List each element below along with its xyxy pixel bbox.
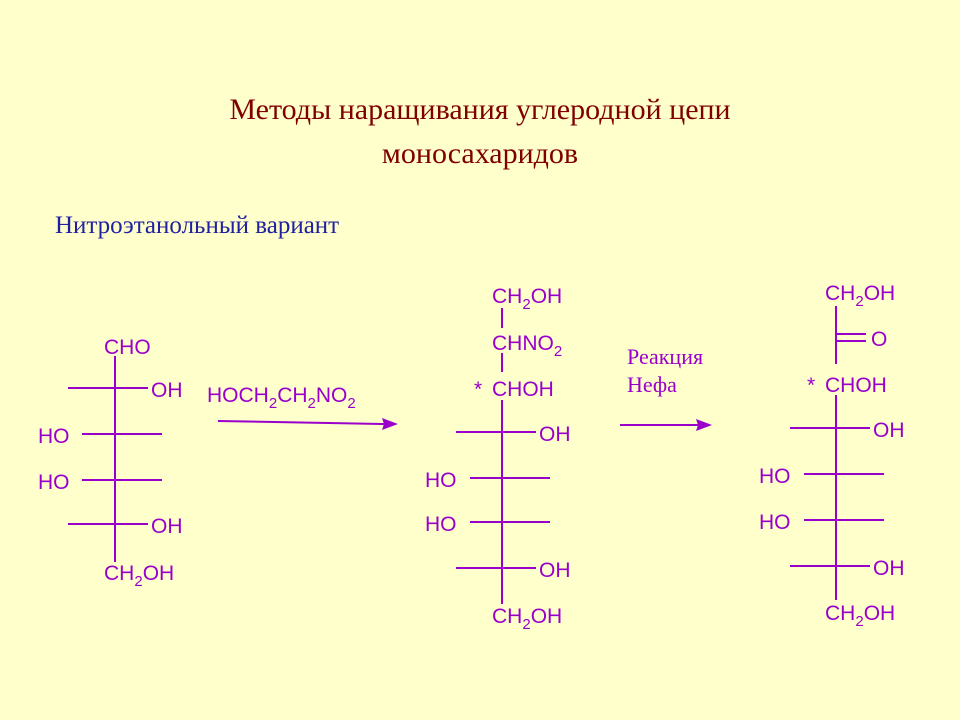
oh-label: OH: [539, 559, 571, 582]
ho-label: HO: [38, 425, 70, 448]
reagent-arrow: HOCH2CH2NO2: [207, 384, 398, 430]
ch2oh-group: CH2OH: [825, 282, 895, 310]
ch2oh-group: CH2OH: [104, 562, 174, 590]
oh-label: OH: [873, 557, 905, 580]
subtitle: Нитроэтанольный вариант: [55, 212, 340, 239]
nef-arrow: Реакция Нефа: [620, 344, 712, 431]
carbonyl-oxygen: O: [871, 328, 887, 351]
nitroethanol-reagent: HOCH2CH2NO2: [207, 384, 356, 412]
choh-group: CHOH: [492, 378, 554, 401]
cho-group: CHO: [104, 336, 151, 359]
starting-aldose: CHO OH HO HO OH CH2OH: [38, 336, 183, 590]
ho-label: HO: [425, 513, 457, 536]
stereocenter-mark: *: [807, 374, 815, 397]
product-ketose: CH2OH O * CHOH OH HO HO OH CH2OH: [759, 282, 905, 630]
ch2oh-group: CH2OH: [492, 285, 562, 313]
oh-label: OH: [539, 423, 571, 446]
oh-label: OH: [151, 515, 183, 538]
stereocenter-mark: *: [474, 378, 482, 401]
arrow-head: [696, 419, 712, 431]
title-line-1: Методы наращивания углеродной цепи: [229, 93, 731, 126]
reaction-name-line-2: Нефа: [627, 372, 677, 397]
ch2oh-group: CH2OH: [825, 602, 895, 630]
arrow-line: [217, 420, 385, 425]
title-line-2: моносахаридов: [381, 137, 579, 170]
nitro-intermediate: CH2OH CHNO2 * CHOH OH HO HO OH CH2OH: [425, 285, 571, 633]
reaction-name-line-1: Реакция: [627, 344, 703, 369]
choh-group: CHOH: [825, 374, 887, 397]
ho-label: HO: [425, 469, 457, 492]
oh-label: OH: [151, 379, 183, 402]
chno2-group: CHNO2: [492, 332, 562, 360]
page-title: Методы наращивания углеродной цепи монос…: [0, 88, 960, 176]
oh-label: OH: [873, 419, 905, 442]
ho-label: HO: [759, 465, 791, 488]
ho-label: HO: [38, 471, 70, 494]
arrow-head: [382, 418, 398, 430]
ch2oh-group: CH2OH: [492, 605, 562, 633]
ho-label: HO: [759, 511, 791, 534]
